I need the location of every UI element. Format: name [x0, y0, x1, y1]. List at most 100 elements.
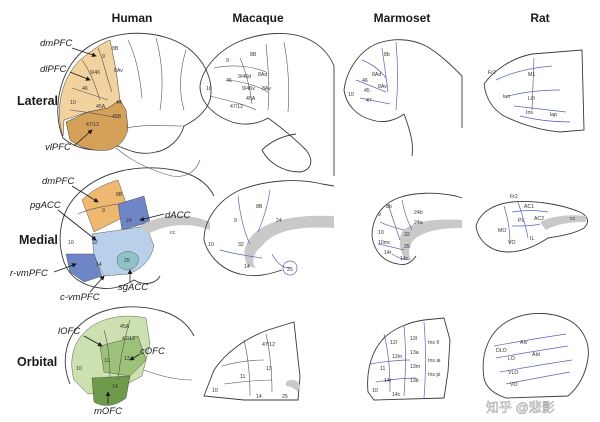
callout-pgacc: pgACC	[29, 200, 61, 211]
area-label: Ins pi	[428, 372, 440, 378]
human-lateral-brain: 8B 9 8Av 9/46 46 10 45A 44 47/12 45B	[57, 32, 212, 177]
area-label: 10	[76, 366, 82, 372]
human-orbital-dark-shade	[91, 375, 131, 406]
area-label: 13	[124, 356, 130, 362]
area-label: 47/12	[86, 122, 99, 128]
area-label: 10	[378, 230, 384, 236]
area-label: 8B	[250, 52, 257, 58]
human-orbital-brain: 45A 47/12 10 11 13 14	[64, 306, 195, 406]
callout-dmpfc-medial: dmPFC	[42, 176, 74, 187]
callout-arrow	[71, 185, 99, 203]
callout-r-vmpfc: r-vmPFC	[10, 268, 48, 279]
area-label: 47/12	[230, 104, 243, 110]
area-label: 12m	[392, 354, 402, 360]
area-label: 46	[82, 86, 88, 92]
area-label: 8Ad	[258, 72, 267, 78]
area-label: 32	[92, 240, 98, 246]
area-label: 32	[238, 242, 244, 248]
callout-arrow	[73, 129, 93, 147]
area-label: 8B	[256, 204, 263, 210]
macaque-orbital-brain: 47/12 11 13 10 14 25	[203, 321, 301, 401]
area-label: 14	[96, 262, 102, 268]
callout-arrow	[83, 335, 103, 347]
area-label: 47	[366, 98, 372, 104]
area-label: 47/12	[122, 336, 135, 342]
callout-arrow	[71, 47, 97, 58]
area-label: VO	[508, 240, 516, 246]
callout-lofc: lOFC	[58, 326, 80, 337]
area-label: 13l	[410, 336, 417, 342]
marmoset-orbital-brain: 12l 13l 12m 13a 11 13m 14r 13b 10 14c In…	[367, 317, 451, 401]
column-header-rat: Rat	[530, 11, 549, 25]
area-label: 8Av	[378, 84, 387, 90]
callout-arrow	[129, 353, 141, 361]
area-label: VO	[510, 382, 518, 388]
marmoset-lateral-brain: 8b 8Ad 46 45 47 10 8Av	[343, 39, 463, 157]
area-label: lao	[503, 94, 510, 100]
area-label: 8b	[384, 52, 390, 58]
callout-c-vmpfc: c-vmPFC	[60, 292, 100, 303]
area-label: 25	[287, 267, 293, 273]
area-label: 8b	[386, 204, 392, 210]
area-label: 25	[124, 258, 130, 264]
row-header-lateral: Lateral	[17, 94, 58, 108]
area-label: 10	[348, 92, 354, 98]
area-label: 9	[234, 218, 237, 224]
area-label: 45A	[120, 324, 130, 330]
human-medial-light-blue-shade	[91, 225, 155, 277]
area-label: 47/12	[262, 342, 275, 348]
area-label: 13	[266, 366, 272, 372]
area-label: LO	[528, 96, 535, 102]
area-label: 24b	[414, 210, 423, 216]
rat-lateral-brain: Fr2 M1 LO lao Ins lap	[483, 49, 585, 133]
area-label: 10mc	[378, 240, 391, 246]
area-label: LO	[508, 356, 515, 362]
area-label: 9/46	[90, 70, 100, 76]
area-label: Fr2	[510, 194, 518, 200]
area-label: 14r	[384, 250, 392, 256]
human-lateral-ventral-shade	[65, 99, 129, 151]
area-label: IL	[530, 236, 534, 242]
area-label: AIv	[520, 340, 528, 346]
area-label: 8Ad	[372, 72, 381, 78]
callout-dacc: dACC	[165, 210, 190, 221]
area-label: 9/46d	[238, 74, 251, 80]
area-label: 10	[212, 388, 218, 394]
macaque-lateral-brain: 8B 9 8Ad 9/46d 46 9/46v 8Av 10 45A 47/12	[199, 32, 335, 176]
row-header-orbital: Orbital	[17, 355, 57, 369]
callout-dlpfc: dlPFC	[40, 64, 67, 75]
area-label: 9	[226, 58, 229, 64]
human-orbital-green-shade	[99, 335, 147, 377]
human-medial-sgacc-shade	[117, 251, 139, 271]
callout-arrow	[139, 213, 165, 222]
area-label: 10	[206, 86, 212, 92]
callout-dmpfc-lateral: dmPFC	[40, 38, 72, 49]
macaque-medial-brain: 9 8B 24 32 10 14 25	[203, 180, 335, 277]
area-label: 10	[68, 240, 74, 246]
area-label: 14c	[400, 256, 409, 262]
area-label: 9/46v	[242, 86, 255, 92]
area-label: 13m	[410, 364, 420, 370]
column-header-macaque: Macaque	[232, 11, 284, 25]
callout-arrow	[57, 209, 97, 241]
area-label: 14	[244, 264, 250, 270]
area-label: 10	[208, 242, 214, 248]
area-label: 11	[104, 358, 109, 364]
area-label: 24	[276, 218, 282, 224]
area-label: DLO	[496, 348, 507, 354]
area-label: AC2	[534, 216, 544, 222]
area-label: 32	[404, 232, 410, 238]
area-label: 10	[70, 100, 76, 106]
area-label: AId	[532, 352, 540, 358]
human-medial-brain: 8B 9 24 cc 32 10 14 25	[59, 167, 215, 289]
area-label: Fr2	[488, 70, 496, 76]
watermark: 知乎 @悲影	[486, 400, 555, 415]
area-label: 45A	[96, 104, 106, 110]
area-label: 25	[282, 394, 288, 400]
area-label: AC1	[524, 204, 534, 210]
area-label: 25	[404, 244, 410, 250]
human-lateral-dorsal-shade	[59, 39, 121, 137]
callout-mofc: mOFC	[94, 406, 122, 417]
area-label: MO	[498, 228, 506, 234]
